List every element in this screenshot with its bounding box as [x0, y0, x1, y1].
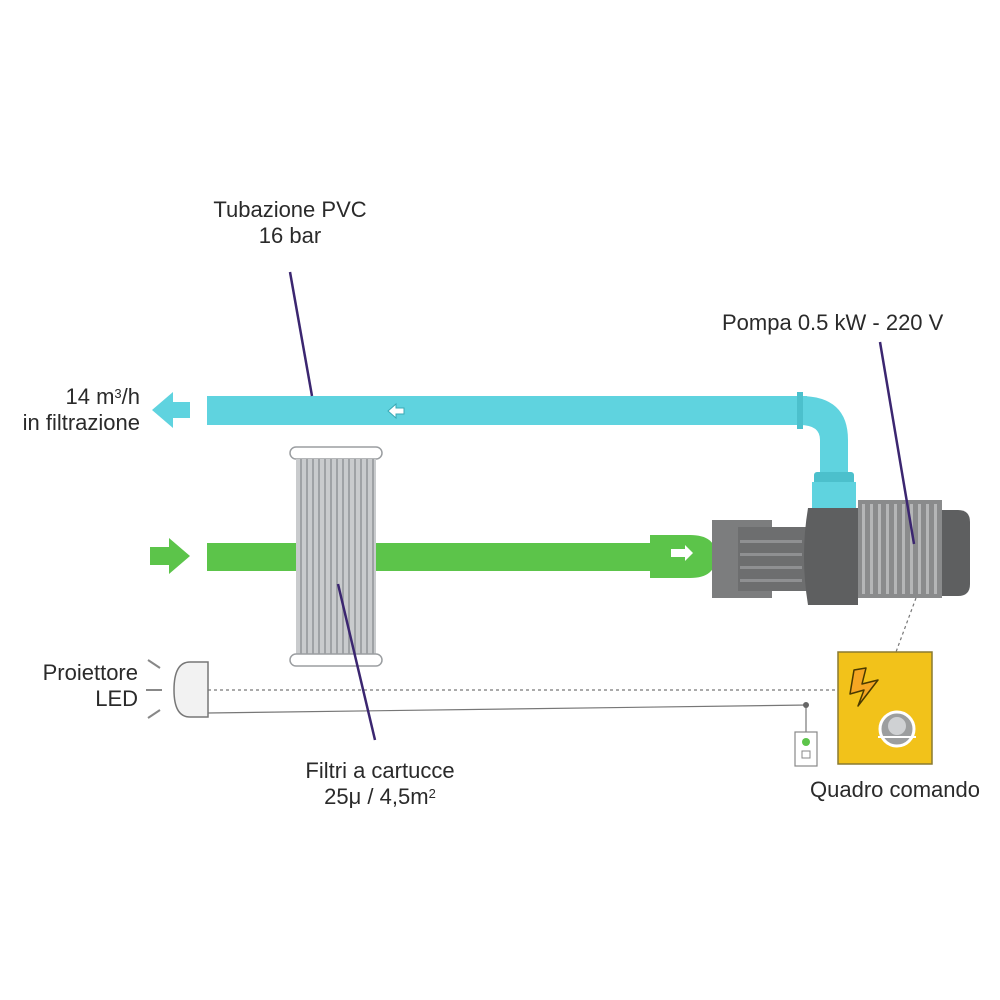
filters-label-line2: 25μ / 4,5m2: [324, 784, 436, 809]
pipe-label-line2: 16 bar: [258, 223, 322, 248]
suction-pipe: [207, 535, 716, 578]
pipe-leader-line: [288, 271, 314, 397]
control-panel: [837, 651, 933, 765]
return-pipe: [207, 392, 856, 508]
outflow-label-line1: 14 m3/h: [65, 384, 140, 409]
arrow-right-icon: [150, 538, 190, 574]
outflow-label-line2: in filtrazione: [22, 410, 140, 435]
outflow-label: 14 m3/h in filtrazione: [0, 384, 140, 436]
filter-leader-line: [336, 583, 377, 741]
switch-icon: [794, 731, 818, 767]
filters-label-line1: Filtri a cartucce: [305, 758, 455, 783]
lightning-icon: [849, 667, 879, 707]
cartridge-filter: [289, 446, 383, 667]
led-projector-icon: [146, 659, 209, 719]
pipe-label-line1: Tubazione PVC: [213, 197, 367, 222]
pump: [712, 500, 970, 605]
pump-label: Pompa 0.5 kW - 220 V: [722, 310, 944, 335]
pump-leader-line: [878, 341, 916, 545]
projector-label-line1: Proiettore: [42, 660, 138, 685]
leader-lines: [288, 271, 916, 741]
wiring: [207, 597, 917, 732]
pipe-label: Tubazione PVC 16 bar: [190, 197, 390, 249]
control-panel-label: Quadro comando: [810, 777, 980, 802]
filters-label: Filtri a cartucce 25μ / 4,5m2: [270, 758, 490, 810]
projector-label: Proiettore LED: [0, 660, 138, 712]
arrow-left-icon: [152, 392, 190, 428]
projector-label-line2: LED: [95, 686, 138, 711]
